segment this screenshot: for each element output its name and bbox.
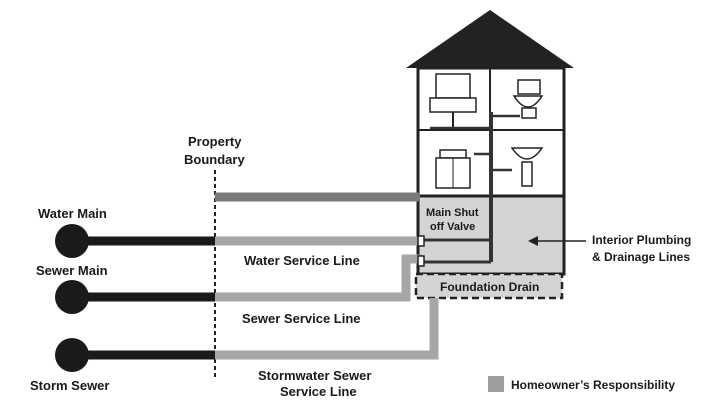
interior-callout-arrowhead [528, 236, 538, 246]
public-mains [55, 224, 215, 372]
stormwater-label-1: Stormwater Sewer [258, 368, 371, 383]
storm-sewer-circle [55, 338, 89, 372]
stormwater-label-2: Service Line [280, 384, 357, 399]
water-main-label: Water Main [38, 206, 107, 221]
stormwater-service-pipe [215, 298, 439, 360]
main-shutoff-label-1: Main Shut [426, 207, 479, 219]
foundation-drain-label: Foundation Drain [440, 280, 539, 294]
sewer-main-circle [55, 280, 89, 314]
vanity-icon [435, 149, 471, 189]
sewer-inlet-fitting [417, 255, 425, 267]
pedestal-sink-icon [510, 147, 544, 187]
kitchen-sink-icon [429, 73, 477, 128]
private-service-lines [215, 192, 439, 360]
house [406, 10, 574, 276]
interior-plumbing [422, 112, 520, 264]
legend-label: Homeowner’s Responsibility [511, 378, 675, 392]
interior-plumbing-label-2: & Drainage Lines [592, 250, 690, 264]
water-main-circle [55, 224, 89, 258]
legend: Homeowner’s Responsibility [488, 376, 675, 392]
interior-plumbing-label-1: Interior Plumbing [592, 233, 691, 247]
sewer-service-line-label: Sewer Service Line [242, 311, 361, 326]
toilet-icon [512, 79, 544, 119]
sewer-service-pipe [215, 254, 422, 302]
sewer-main-label: Sewer Main [36, 263, 108, 278]
property-boundary-label-1: Property [188, 134, 242, 149]
storm-sewer-label: Storm Sewer [30, 378, 109, 393]
legend-swatch [488, 376, 504, 392]
water-service-line-label: Water Service Line [244, 253, 360, 268]
foundation-drain [414, 272, 564, 300]
property-boundary-label-2: Boundary [184, 152, 245, 167]
main-shutoff-label-2: off Valve [430, 221, 475, 233]
water-inlet-fitting [417, 235, 425, 247]
house-roof [406, 10, 574, 68]
